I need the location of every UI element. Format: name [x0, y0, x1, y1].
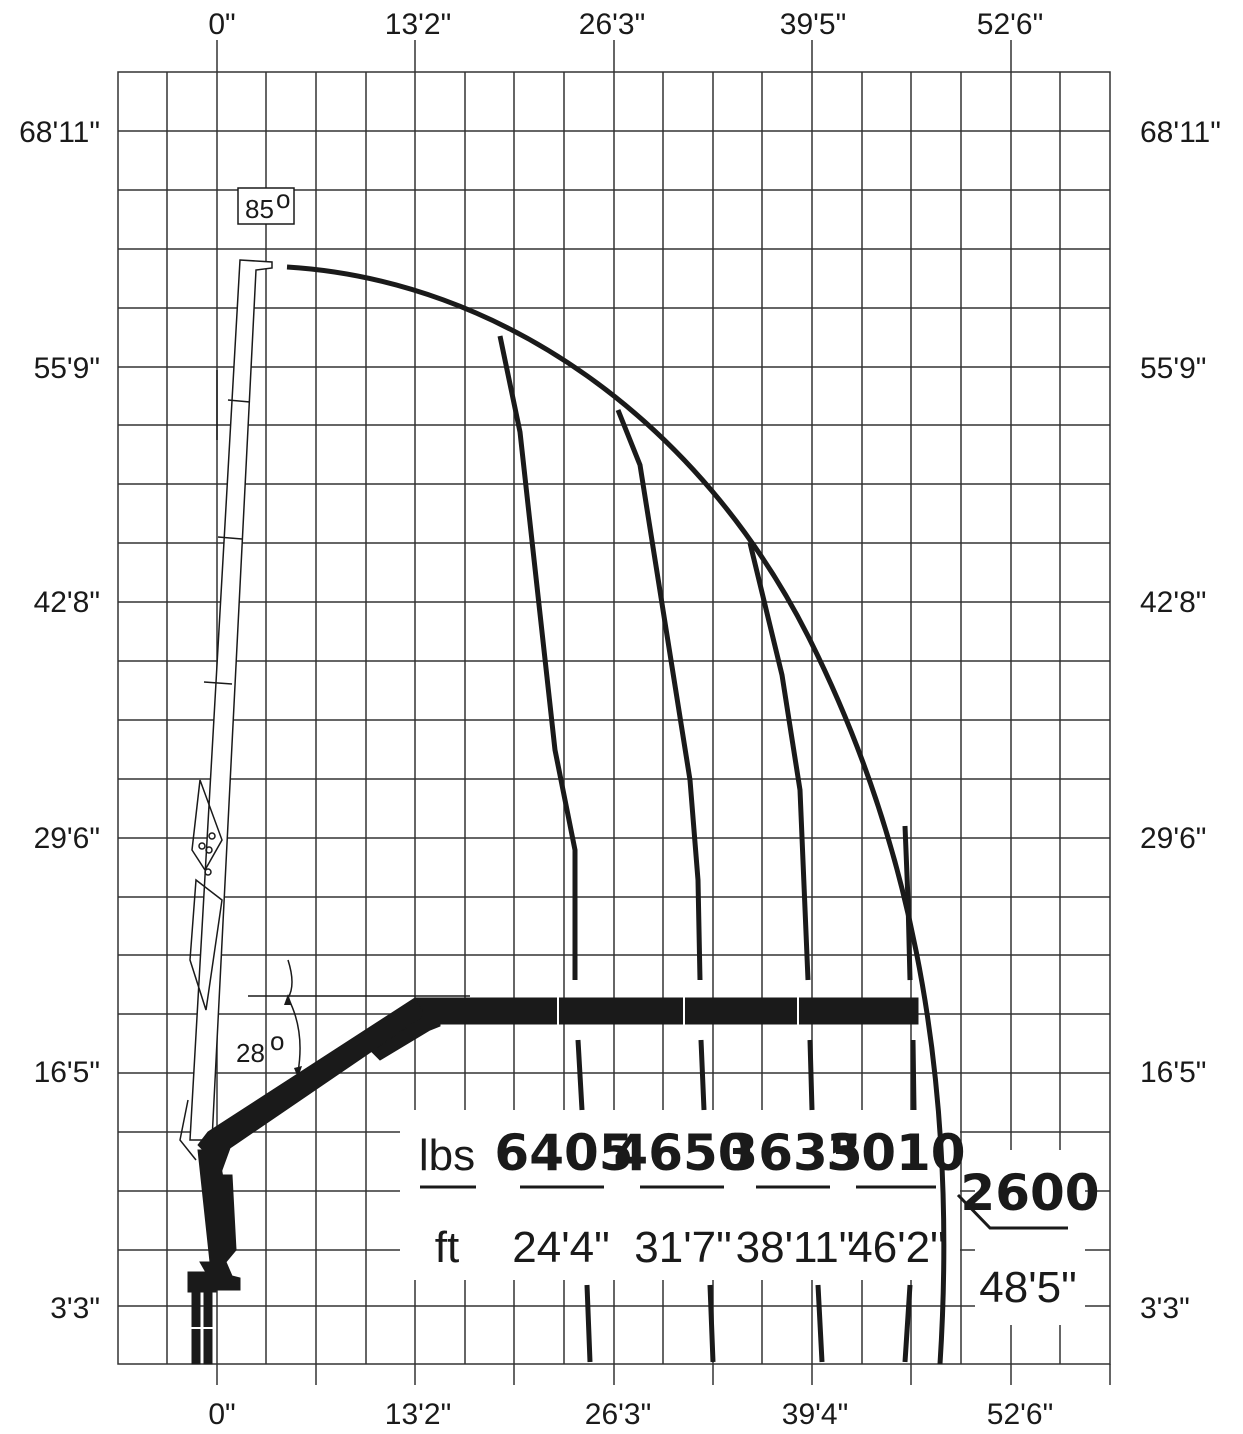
lowered-boom	[187, 996, 919, 1365]
capacity-curve-3635	[747, 542, 811, 981]
reach-value: 48'5"	[979, 1263, 1076, 1312]
load-value: 3010	[826, 1124, 965, 1182]
arrow-up-icon	[284, 994, 292, 1005]
min-angle-value: 28	[236, 1038, 265, 1068]
min-angle-indicator: 28 o	[236, 959, 302, 1078]
x-tick-top: 52'6"	[977, 8, 1043, 41]
y-axis-left-labels: 68'11" 55'9" 42'8" 29'6" 16'5" 3'3"	[19, 116, 100, 1325]
label-backgrounds	[400, 1110, 1085, 1325]
capacity-curve-3010-lower	[902, 1039, 917, 1363]
x-tick-bottom: 13'2"	[385, 1398, 451, 1431]
max-angle-box: 85 o	[237, 184, 295, 225]
reach-value: 31'7"	[634, 1223, 731, 1272]
y-tick-left: 68'11"	[19, 116, 100, 149]
load-value: 4650	[613, 1124, 752, 1182]
reach-value: 46'2"	[848, 1223, 945, 1272]
units-legend: lbs ft	[419, 1131, 476, 1272]
reach-value: 24'4"	[512, 1223, 609, 1272]
x-tick-bottom: 39'4"	[782, 1398, 848, 1431]
capacity-curve-3010	[902, 825, 913, 981]
min-angle-degree: o	[270, 1026, 284, 1056]
y-tick-right: 68'11"	[1140, 116, 1221, 149]
x-tick-bottom: 52'6"	[987, 1398, 1053, 1431]
y-tick-right: 3'3"	[1140, 1292, 1190, 1325]
y-tick-right: 55'9"	[1140, 352, 1206, 385]
load-value: 2600	[960, 1164, 1099, 1222]
y-tick-left: 29'6"	[34, 822, 100, 855]
reach-value: 38'11"	[736, 1223, 855, 1272]
y-tick-left: 42'8"	[34, 586, 100, 619]
y-axis-right-labels: 68'11" 55'9" 42'8" 29'6" 16'5" 3'3"	[1140, 116, 1221, 1325]
unit-reach: ft	[435, 1223, 459, 1272]
x-tick-top: 39'5"	[780, 8, 846, 41]
y-tick-left: 55'9"	[34, 352, 100, 385]
capacity-labels: 6405 24'4" 4650 31'7" 3635 38'11" 3010 4…	[494, 1124, 1099, 1312]
capacity-curve-6405	[497, 335, 578, 980]
y-tick-left: 16'5"	[34, 1056, 100, 1089]
y-tick-left: 3'3"	[50, 1292, 100, 1325]
x-tick-top: 26'3"	[579, 8, 645, 41]
x-axis-bottom-labels: 0" 13'2" 26'3" 39'4" 52'6"	[208, 1398, 1053, 1431]
unit-load: lbs	[419, 1131, 475, 1180]
max-reach-envelope	[286, 264, 947, 1365]
y-tick-right: 42'8"	[1140, 586, 1206, 619]
x-axis-top-labels: 0" 13'2" 26'3" 39'5" 52'6"	[208, 8, 1043, 41]
arrow-down-icon	[294, 1066, 302, 1078]
raised-boom	[179, 259, 273, 1161]
load-value: 6405	[494, 1124, 633, 1182]
capacity-curve-4650-lower	[698, 1039, 716, 1363]
x-tick-bottom: 0"	[208, 1398, 235, 1431]
max-angle-value: 85	[245, 194, 274, 224]
max-angle-degree: o	[276, 184, 290, 214]
x-tick-top: 13'2"	[385, 8, 451, 41]
x-tick-top: 0"	[208, 8, 235, 41]
y-tick-right: 16'5"	[1140, 1056, 1206, 1089]
capacity-curve-3635-lower	[807, 1039, 825, 1363]
capacity-curve-4650	[615, 409, 703, 981]
leader-line-2600	[956, 1193, 1068, 1230]
capacity-curve-6405-lower	[575, 1039, 593, 1363]
load-value: 3635	[723, 1124, 862, 1182]
x-tick-bottom: 26'3"	[585, 1398, 651, 1431]
capacity-curves	[497, 335, 917, 1363]
y-tick-right: 29'6"	[1140, 822, 1206, 855]
